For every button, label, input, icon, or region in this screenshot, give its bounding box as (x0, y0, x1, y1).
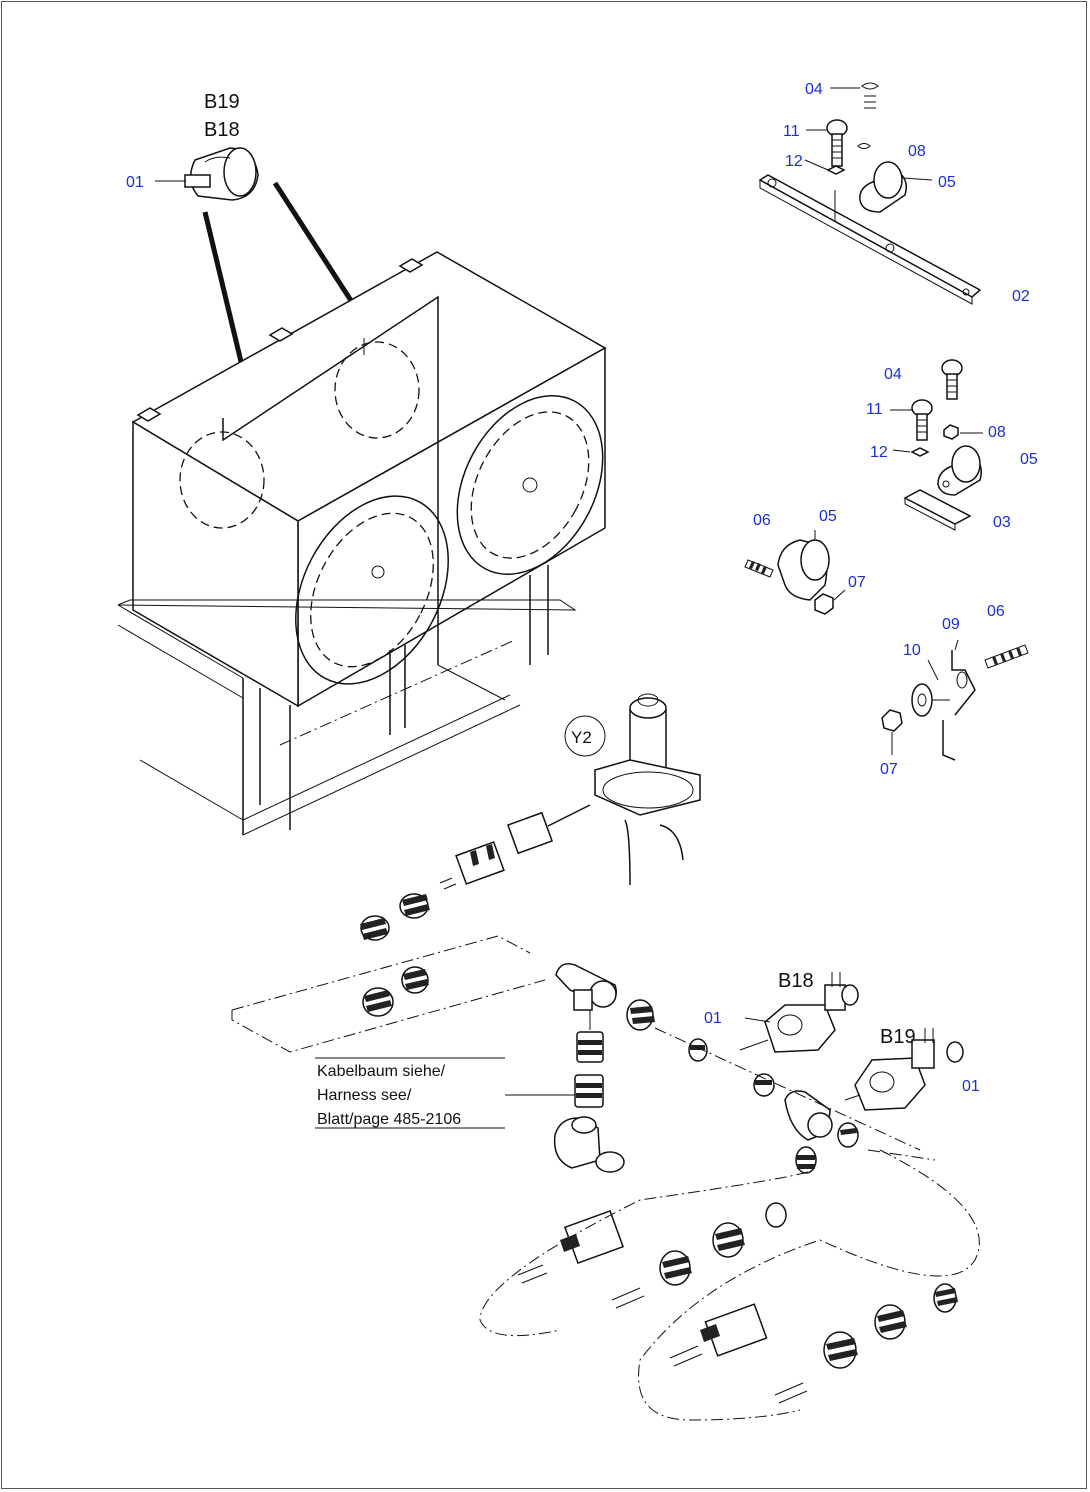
pressure-switch-b18 (739, 972, 859, 1053)
label-07-b: 07 (880, 761, 898, 778)
tee-fitting-right (753, 1073, 859, 1174)
label-12-b: 12 (870, 444, 888, 461)
label-01-b19: 01 (962, 1078, 980, 1095)
washer-12-a (804, 159, 846, 175)
harness-note: Kabelbaum siehe/ Harness see/ Blatt/page… (315, 1057, 575, 1129)
label-05-c: 05 (819, 508, 837, 525)
bolt-11-b (890, 399, 933, 441)
nut-07-b (881, 709, 903, 755)
stud-06-b (984, 644, 1029, 669)
harness-chain-lower-2 (669, 1283, 958, 1404)
nut-04-a (830, 82, 879, 109)
tank-assembly (117, 251, 607, 836)
label-03: 03 (993, 514, 1011, 531)
outline-upper (231, 935, 531, 1011)
label-07-a: 07 (848, 574, 866, 591)
label-11-b: 11 (866, 401, 883, 418)
solenoid-valve-y2 (564, 693, 701, 886)
label-b19-lower: B19 (880, 1026, 916, 1048)
outline-lower (231, 979, 546, 1053)
clamp-05-a (859, 161, 933, 213)
label-06-a: 06 (753, 512, 771, 529)
pressure-switch-top (155, 147, 259, 201)
washer-12-b (892, 447, 930, 457)
bolt-04-b (941, 359, 963, 400)
harness-chain-lower-1 (517, 1202, 787, 1309)
nut-08-a (857, 143, 871, 149)
label-04-b: 04 (884, 366, 902, 383)
leader-thick-1 (202, 211, 246, 371)
nut-07-a (814, 589, 846, 615)
label-12-a: 12 (785, 153, 803, 170)
label-09: 09 (942, 616, 960, 633)
connector-chain-left (362, 966, 429, 1017)
stud-06-a (744, 559, 774, 578)
harness-loop-2 (638, 1149, 980, 1421)
note-line-3: Blatt/page 485-2106 (317, 1111, 461, 1128)
bracket-03 (903, 489, 972, 531)
label-02: 02 (1012, 288, 1030, 305)
plate-09 (942, 639, 976, 761)
axis-line-a (654, 1027, 921, 1151)
label-b19-top: B19 (204, 91, 240, 113)
clamp-05-b (937, 445, 982, 496)
washer-10 (911, 659, 950, 717)
bracket-bar-02 (758, 174, 982, 305)
bolt-11-a (806, 119, 848, 167)
axis-line-b (867, 1149, 936, 1161)
connector-chain-upper (360, 804, 591, 941)
label-04-a: 04 (805, 81, 823, 98)
connector-vertical-center (574, 1010, 604, 1108)
harness-loop-1 (479, 1171, 809, 1337)
label-y2: Y2 (571, 728, 592, 747)
pressure-switch-b19 (844, 1028, 964, 1111)
tee-fitting-lower-left (553, 1116, 625, 1173)
note-line-2: Harness see/ (317, 1087, 412, 1104)
tee-fitting-upper (555, 963, 708, 1062)
label-01-top: 01 (126, 174, 144, 191)
label-05-b: 05 (1020, 451, 1038, 468)
note-line-1: Kabelbaum siehe/ (317, 1063, 446, 1080)
clamp-05-c (777, 530, 830, 601)
label-06-b: 06 (987, 603, 1005, 620)
label-11-a: 11 (783, 123, 800, 140)
label-10: 10 (903, 642, 921, 659)
label-01-b18: 01 (704, 1010, 722, 1027)
label-08-b: 08 (988, 424, 1006, 441)
label-08-a: 08 (908, 143, 926, 160)
nut-08-b (943, 424, 983, 440)
label-b18-lower: B18 (778, 970, 814, 992)
label-b18-top: B18 (204, 119, 240, 141)
label-05-a: 05 (938, 174, 956, 191)
